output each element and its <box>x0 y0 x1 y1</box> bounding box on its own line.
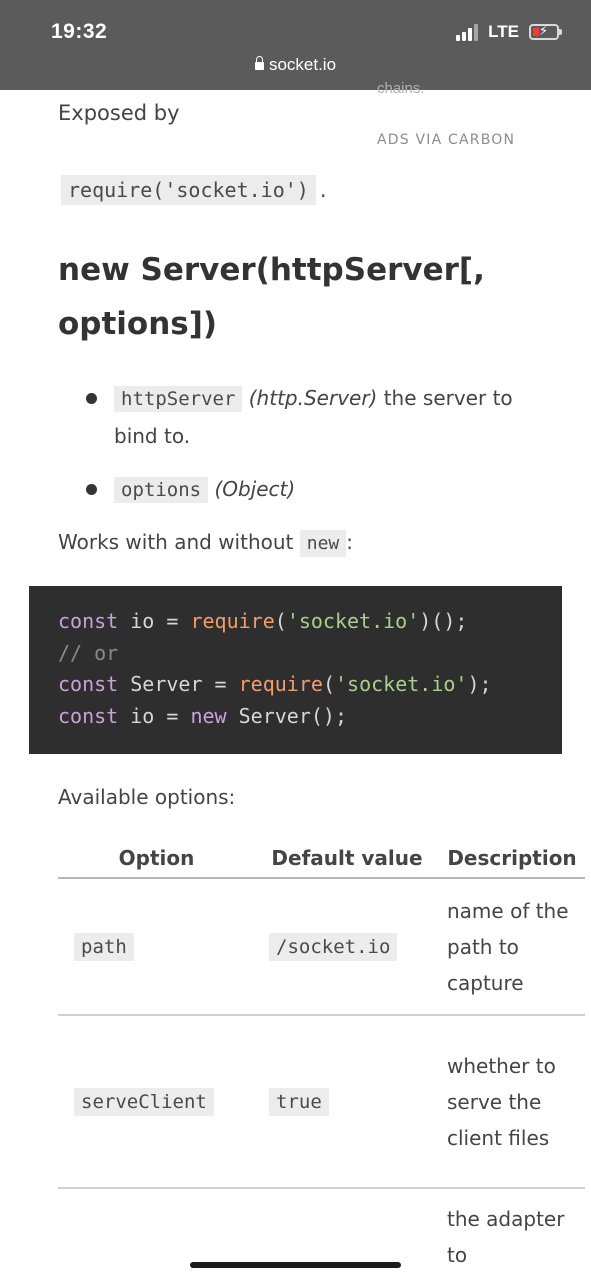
header-description: Description <box>439 838 585 879</box>
code-block: const io = require('socket.io')(); // or… <box>29 586 562 754</box>
params-list: httpServer (http.Server) the server to b… <box>80 380 540 509</box>
option-default: true <box>269 1088 329 1116</box>
code-line: const io = new Server(); <box>58 703 348 728</box>
param-name: options <box>114 477 209 503</box>
exposed-by-text: Exposed by <box>58 101 180 125</box>
option-name: serveClient <box>74 1088 214 1116</box>
option-description: whether to serve the client files <box>439 1015 585 1189</box>
code-line: // or <box>58 640 119 665</box>
new-keyword-code: new <box>299 530 347 557</box>
url-text: socket.io <box>268 55 337 74</box>
param-item: options (Object) <box>80 471 540 509</box>
table-header-row: Option Default value Description <box>58 838 585 879</box>
code-line: const Server = require('socket.io'); <box>58 672 492 696</box>
url-bar[interactable]: socket.io <box>0 55 591 75</box>
code-line: const io = require('socket.io')(); <box>58 609 468 633</box>
param-item: httpServer (http.Server) the server to b… <box>80 380 540 455</box>
signal-icon <box>456 23 479 41</box>
table-row: path /socket.io name of the path to capt… <box>58 878 585 1016</box>
table-row: serveClient true whether to serve the cl… <box>58 1015 585 1189</box>
param-type: (Object) <box>214 477 296 501</box>
battery-icon: ⚡ <box>529 24 562 40</box>
works-suffix: : <box>346 530 354 554</box>
status-time: 19:32 <box>51 20 108 43</box>
available-options-label: Available options: <box>58 785 236 809</box>
param-desc: the server to bind to. <box>114 386 513 448</box>
option-default: /socket.io <box>269 933 398 961</box>
options-table: Option Default value Description path /s… <box>58 838 585 1280</box>
require-line: require('socket.io'). <box>61 175 327 205</box>
option-description: the adapter to <box>447 1207 565 1267</box>
home-indicator[interactable] <box>190 1262 401 1268</box>
option-description: name of the path to capture <box>439 878 585 1016</box>
param-type: (http.Server) <box>248 386 378 410</box>
require-suffix: . <box>319 178 327 202</box>
ads-via-carbon-link[interactable]: ADS VIA CARBON <box>377 132 516 148</box>
status-indicators: LTE ⚡ <box>456 22 562 42</box>
section-heading: new Server(httpServer[, options]) <box>58 252 485 342</box>
network-type: LTE <box>488 22 519 41</box>
works-prefix: Works with and without <box>58 530 294 554</box>
ad-text[interactable]: chains. <box>377 80 425 97</box>
table-row: the adapter to <box>58 1188 585 1280</box>
option-name: path <box>74 933 134 961</box>
lock-icon <box>254 56 264 70</box>
status-bar: 19:32 LTE ⚡ socket.io <box>0 0 591 90</box>
header-option: Option <box>58 838 255 879</box>
require-code: require('socket.io') <box>61 175 316 205</box>
param-name: httpServer <box>114 386 243 412</box>
header-default: Default value <box>255 838 439 879</box>
works-with-text: Works with and without new: <box>58 530 354 557</box>
